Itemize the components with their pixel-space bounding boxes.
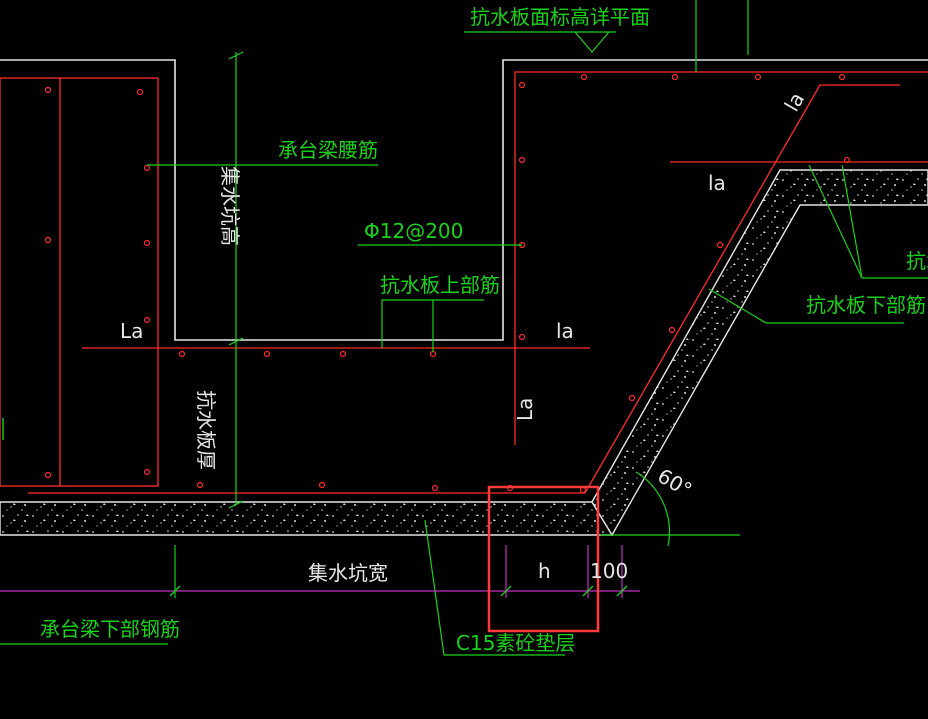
slab-thickness-label: 抗水板厚 [194,390,218,470]
la-mid-label: la [556,319,574,343]
slab-bottom-rebar-label: 抗水板下部筋 [806,293,926,317]
cap-beam-bottom-rebar-label: 承台梁下部钢筋 [40,617,180,641]
angle-arc [635,471,671,547]
la-left-label: La [120,319,143,343]
top-title: 抗水板面标高详平面 [470,5,650,29]
rebar-dots [44,73,851,494]
slab-top-leader [381,299,484,348]
width-dimension [0,545,640,598]
bottom-and-slope-rebar [28,84,900,494]
pit-width-label: 集水坑宽 [308,561,388,585]
cap-beam-web-rebar-label: 承台梁腰筋 [278,138,378,162]
dim-100-label: 100 [590,559,628,583]
dimension-lines [0,0,928,656]
right-cap-top-rebar [514,71,928,445]
highlight-box[interactable] [487,485,600,633]
bottom-cushion [0,501,614,536]
c15-layer-label: C15素砼垫层 [456,631,575,655]
pit-and-cap-outline [0,59,928,341]
right-clipped-label: 抗水 [906,249,928,273]
phi-spec-label: Φ12@200 [364,219,463,243]
dim-ticks [169,585,628,597]
left-beam-stirrup [0,77,159,487]
h-label: h [538,559,551,583]
rebar-lines [0,71,928,494]
slab-top-rebar-label: 抗水板上部筋 [380,273,500,297]
c15-cushion-layer [0,169,928,537]
slope-cushion [591,169,928,537]
la-upper-right-label: la [708,171,726,195]
pit-height-label: 集水坑高 [218,166,242,246]
la-vertical-label: La [513,398,537,421]
concrete-outline [0,59,928,341]
